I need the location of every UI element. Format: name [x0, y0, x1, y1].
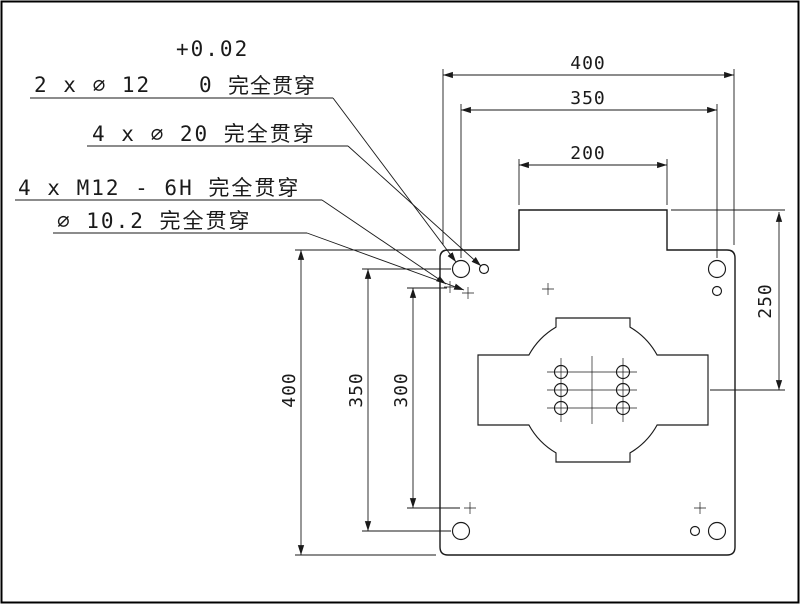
pattern-hole — [553, 400, 569, 416]
dim-right-250: 250 — [671, 209, 785, 391]
leader-line-3 — [321, 199, 447, 285]
leader-lines — [306, 97, 482, 291]
note-2x12-tol-lower: 0 — [199, 73, 214, 97]
dowel-hole-tr — [711, 285, 723, 297]
dim-top-200: 200 — [518, 143, 668, 205]
note-10-2-text: ∅ 10.2 完全贯穿 — [57, 209, 252, 233]
pattern-hole — [553, 382, 569, 398]
center-mark — [542, 283, 554, 295]
center-mark — [464, 502, 476, 514]
dowel-hole-tl — [478, 263, 490, 275]
notes-block: +0.02 2 x ∅ 12 0 完全贯穿 4 x ∅ 20 完全贯穿 4 x … — [15, 37, 482, 291]
dim-text: 200 — [570, 143, 606, 164]
dim-text: 300 — [391, 372, 412, 408]
leader-line-2 — [347, 145, 482, 267]
bolt-pattern — [547, 356, 637, 424]
corner-hole-br — [707, 521, 727, 541]
corner-hole-bl — [451, 521, 471, 541]
note-2x12-tol-upper: +0.02 — [176, 37, 249, 61]
corner-hole-tl — [451, 259, 471, 279]
corner-hole-tr — [707, 259, 727, 279]
center-cutout — [477, 317, 709, 463]
dim-text: 350 — [570, 88, 606, 109]
dim-text: 400 — [279, 372, 300, 408]
note-4x20-text: 4 x ∅ 20 完全贯穿 — [92, 122, 316, 146]
part-view — [439, 209, 736, 556]
leader-line-4 — [306, 232, 465, 291]
dim-left-300: 300 — [391, 287, 460, 509]
dim-text: 400 — [570, 53, 606, 74]
note-2x12-text: 2 x ∅ 12 — [34, 73, 151, 97]
dowel-hole-br — [689, 525, 701, 537]
pattern-hole — [615, 382, 631, 398]
center-mark — [694, 502, 706, 514]
note-4xM12-text: 4 x M12 - 6H 完全贯穿 — [18, 176, 300, 200]
pattern-hole — [615, 364, 631, 380]
note-2x12-suffix: 完全贯穿 — [228, 74, 316, 98]
dim-text: 350 — [346, 372, 367, 408]
pattern-hole — [553, 364, 569, 380]
part-outline — [439, 209, 736, 556]
dimensions: 400 350 200 250 400 — [279, 53, 785, 556]
dim-top-400: 400 — [442, 53, 735, 245]
dim-left-400: 400 — [279, 249, 436, 556]
dowel-holes — [478, 263, 723, 537]
center-mark — [462, 287, 474, 299]
pattern-hole — [615, 400, 631, 416]
leader-line-1 — [332, 97, 457, 263]
dim-top-350: 350 — [460, 88, 718, 258]
dim-text: 250 — [755, 283, 776, 319]
corner-holes — [451, 259, 727, 541]
